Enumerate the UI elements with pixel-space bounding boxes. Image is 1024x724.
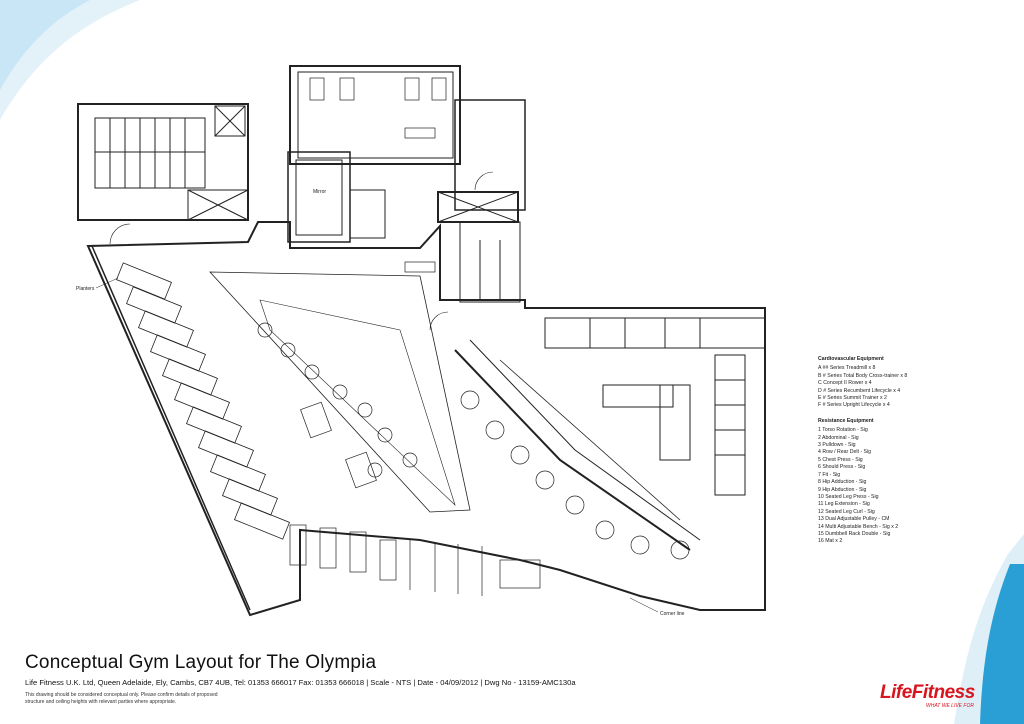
top-left-swoosh [0, 0, 140, 120]
legend-item: 8 Hip Adduction - Sig [818, 479, 867, 486]
resistance-heading: Resistance Equipment [818, 417, 874, 424]
legend-item: 13 Dual Adjustable Pulley - CM [818, 516, 890, 523]
equipment-legend: Cardiovascular Equipment A ## Series Tre… [818, 356, 1014, 546]
planters-label: Planters [76, 286, 95, 292]
legend-item: 1 Torso Rotation - Sig [818, 427, 868, 434]
stair-core [77, 103, 249, 221]
stairs [94, 117, 206, 189]
cardio-heading: Cardiovascular Equipment [818, 356, 884, 362]
top-room [289, 65, 461, 165]
central-island [209, 271, 471, 513]
legend-item: B # Series Total Body Cross-trainer x 8 [818, 372, 908, 379]
service-duct [187, 189, 249, 221]
disclaimer: This drawing should be considered concep… [25, 692, 218, 705]
legend-item: F # Series Upright Lifecycle x 4 [818, 402, 890, 409]
legend-item: 12 Seated Leg Curl - Sig [818, 508, 875, 515]
legend-item: 16 Mat x 2 [818, 538, 843, 545]
legend-item: 11 Leg Extension - Sig [818, 501, 870, 508]
corner-line-label: Corner line [660, 611, 685, 617]
legend-item: D # Series Recumbent Lifecycle x 4 [818, 387, 901, 394]
legend-item: C Concept II Rower x 4 [818, 380, 872, 387]
tagline: WHAT WE LIVE FOR [926, 703, 974, 709]
legend-item: A ## Series Treadmill x 8 [818, 365, 876, 372]
legend-item: 3 Pulldown - Sig [818, 442, 856, 449]
legend-item: 9 Hip Abduction - Sig [818, 486, 867, 493]
bottom-right-swoosh [954, 534, 1024, 724]
life-fitness-logo: LifeFitness [880, 682, 975, 703]
legend-item: 5 Chest Press - Sig [818, 456, 863, 463]
legend-item: 6 Should Press - Sig [818, 464, 866, 471]
legend-item: 14 Multi Adjustable Bench - Sig x 2 [818, 523, 899, 530]
legend-item: 10 Seated Leg Press - Sig [818, 493, 879, 500]
mirror-label: Mirror [313, 189, 326, 195]
address-line: Life Fitness U.K. Ltd, Queen Adelaide, E… [25, 678, 576, 687]
legend-item: 4 Row / Rear Delt - Sig [818, 449, 872, 456]
legend-item: E # Series Summit Trainer x 2 [818, 395, 887, 402]
legend-item: 2 Abdominal - Sig [818, 434, 859, 441]
gym-outline [86, 221, 766, 617]
legend-item: 7 Fit - Sig [818, 471, 841, 478]
mirror-frame [287, 151, 351, 243]
drawing-title: Conceptual Gym Layout for The Olympia [25, 652, 377, 673]
legend-item: 15 Dumbbell Rack Double - Sig [818, 530, 891, 537]
